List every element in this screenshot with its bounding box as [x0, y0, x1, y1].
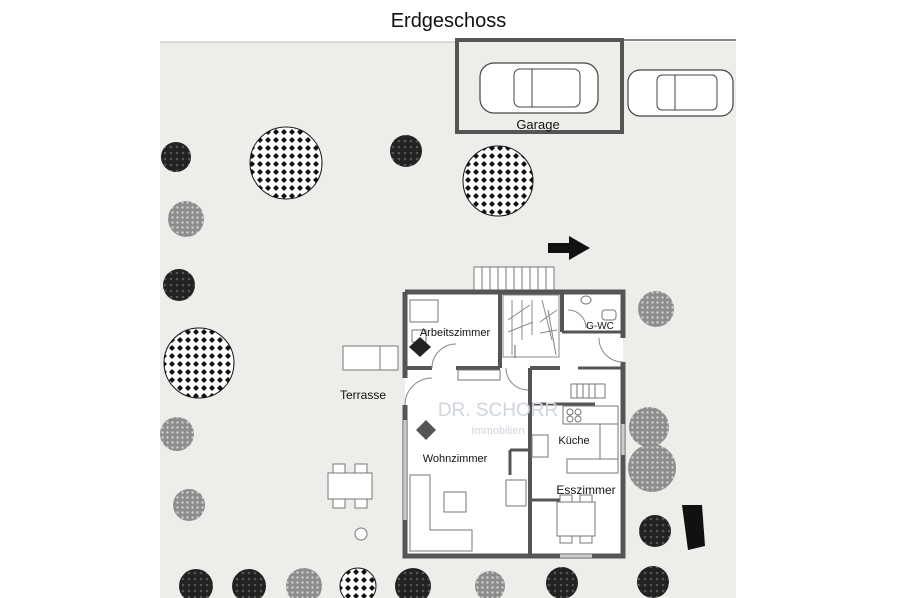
stair-icon — [473, 266, 555, 293]
car-icon — [479, 62, 599, 114]
tree-icon — [395, 568, 431, 598]
plan-title: Erdgeschoss — [390, 10, 507, 32]
garden-table — [327, 463, 373, 541]
room-label-esszimmer: Esszimmer — [556, 483, 615, 497]
arrow-right-icon — [548, 236, 590, 260]
tree-icon — [173, 489, 205, 521]
tree-icon — [232, 569, 266, 598]
garage: Garage — [455, 38, 734, 134]
tree-icon — [390, 135, 422, 167]
tree-icon — [161, 142, 191, 172]
room-label-gwc: G-WC — [586, 321, 614, 332]
tree-icon — [163, 327, 235, 399]
room-label-arbeitszimmer: Arbeitszimmer — [420, 327, 491, 339]
tree-icon — [628, 444, 676, 492]
room-label-garage: Garage — [516, 117, 559, 132]
house: DR. SCHORR Immobilien Arbeitszimmer G-WC… — [402, 289, 626, 559]
watermark-tagline: Immobilien — [471, 425, 524, 437]
room-label-terrasse: Terrasse — [340, 388, 386, 402]
trees — [160, 126, 676, 598]
tree-icon — [163, 269, 195, 301]
stair-icon — [502, 294, 560, 358]
tree-icon — [637, 566, 669, 598]
plant-icon — [416, 420, 436, 440]
plant-icon — [409, 337, 431, 357]
tree-icon — [168, 201, 204, 237]
tree-icon — [160, 417, 194, 451]
tree-icon — [638, 291, 674, 327]
tree-icon — [286, 568, 322, 598]
car-icon — [627, 69, 734, 117]
tree-icon — [339, 567, 377, 598]
room-label-kueche: Küche — [558, 435, 589, 447]
tree-icon — [639, 515, 671, 547]
tree-icon — [179, 569, 213, 598]
tree-icon — [629, 407, 669, 447]
tree-icon — [249, 126, 323, 200]
sun-lounger — [342, 345, 399, 371]
bin-icon — [682, 505, 705, 550]
room-label-wohnzimmer: Wohnzimmer — [423, 453, 488, 465]
tree-icon — [546, 567, 578, 598]
watermark-name: DR. SCHORR — [438, 400, 558, 421]
tree-icon — [475, 571, 505, 598]
tree-icon — [462, 145, 534, 217]
